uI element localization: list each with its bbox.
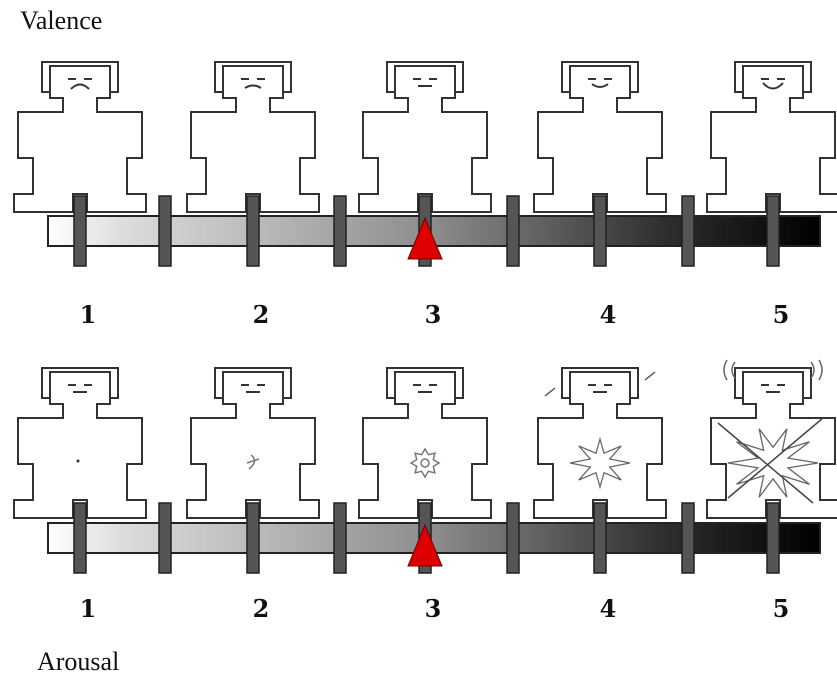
- sam-manikin: [186, 367, 320, 519]
- manikin-body: [13, 65, 147, 213]
- arousal-cross-lines: [717, 417, 824, 504]
- scale-tick: [593, 502, 607, 574]
- arousal-dot: [76, 459, 80, 463]
- scale-1: [13, 359, 837, 574]
- mouth: [762, 82, 784, 90]
- scale-tick: [766, 195, 780, 267]
- arousal-squiggle: [246, 454, 260, 470]
- scale-tick: [506, 195, 520, 267]
- scale-tick: [158, 502, 172, 574]
- scale-tick: [766, 502, 780, 574]
- arousal-flower: [409, 447, 441, 479]
- sam-manikin: [706, 61, 837, 213]
- scale-tick: [73, 502, 87, 574]
- scale-label: 5: [772, 300, 790, 329]
- motion-lines: [544, 371, 656, 397]
- scale-tick: [333, 195, 347, 267]
- scale-tick: [681, 502, 695, 574]
- manikin-body: [186, 371, 320, 519]
- arousal-title: Arousal: [37, 647, 120, 676]
- scale-label: 1: [79, 594, 97, 623]
- sam-manikin: [186, 61, 320, 213]
- scale-tick: [506, 502, 520, 574]
- arousal-flower-center: [420, 458, 430, 468]
- manikin-body: [358, 371, 492, 519]
- scale-tick: [593, 195, 607, 267]
- scale-tick: [246, 195, 260, 267]
- scale-tick: [158, 195, 172, 267]
- scale-label: 5: [772, 594, 790, 623]
- scale-tick: [333, 502, 347, 574]
- selection-marker: [407, 216, 443, 260]
- vibration-lines: [723, 359, 823, 381]
- scale-label: 4: [599, 594, 617, 623]
- sam-manikin: [13, 61, 147, 213]
- scale-label: 1: [79, 300, 97, 329]
- manikin-body: [533, 371, 667, 519]
- scale-tick: [246, 502, 260, 574]
- manikin-body: [186, 65, 320, 213]
- scale-0: [13, 61, 837, 267]
- sam-manikin: [358, 61, 492, 213]
- arousal-burst: [569, 436, 631, 490]
- mouth: [591, 83, 609, 88]
- scale-label: 2: [252, 300, 270, 329]
- manikin-body: [358, 65, 492, 213]
- scale-label: 3: [424, 594, 442, 623]
- scale-tick: [73, 195, 87, 267]
- arousal-burst: [727, 428, 819, 498]
- manikin-body: [706, 65, 837, 213]
- scale-label: 4: [599, 300, 617, 329]
- sam-manikin: [706, 359, 837, 519]
- manikin-body: [13, 371, 147, 519]
- scale-tick: [681, 195, 695, 267]
- manikin-body: [533, 65, 667, 213]
- valence-title: Valence: [20, 6, 103, 35]
- mouth: [70, 83, 90, 90]
- selection-marker: [407, 523, 443, 567]
- scale-label: 3: [424, 300, 442, 329]
- sam-manikin: [533, 61, 667, 213]
- sam-manikin: [358, 367, 492, 519]
- scale-label: 2: [252, 594, 270, 623]
- sam-manikin: [533, 367, 667, 519]
- mouth: [244, 84, 262, 89]
- sam-manikin: [13, 367, 147, 519]
